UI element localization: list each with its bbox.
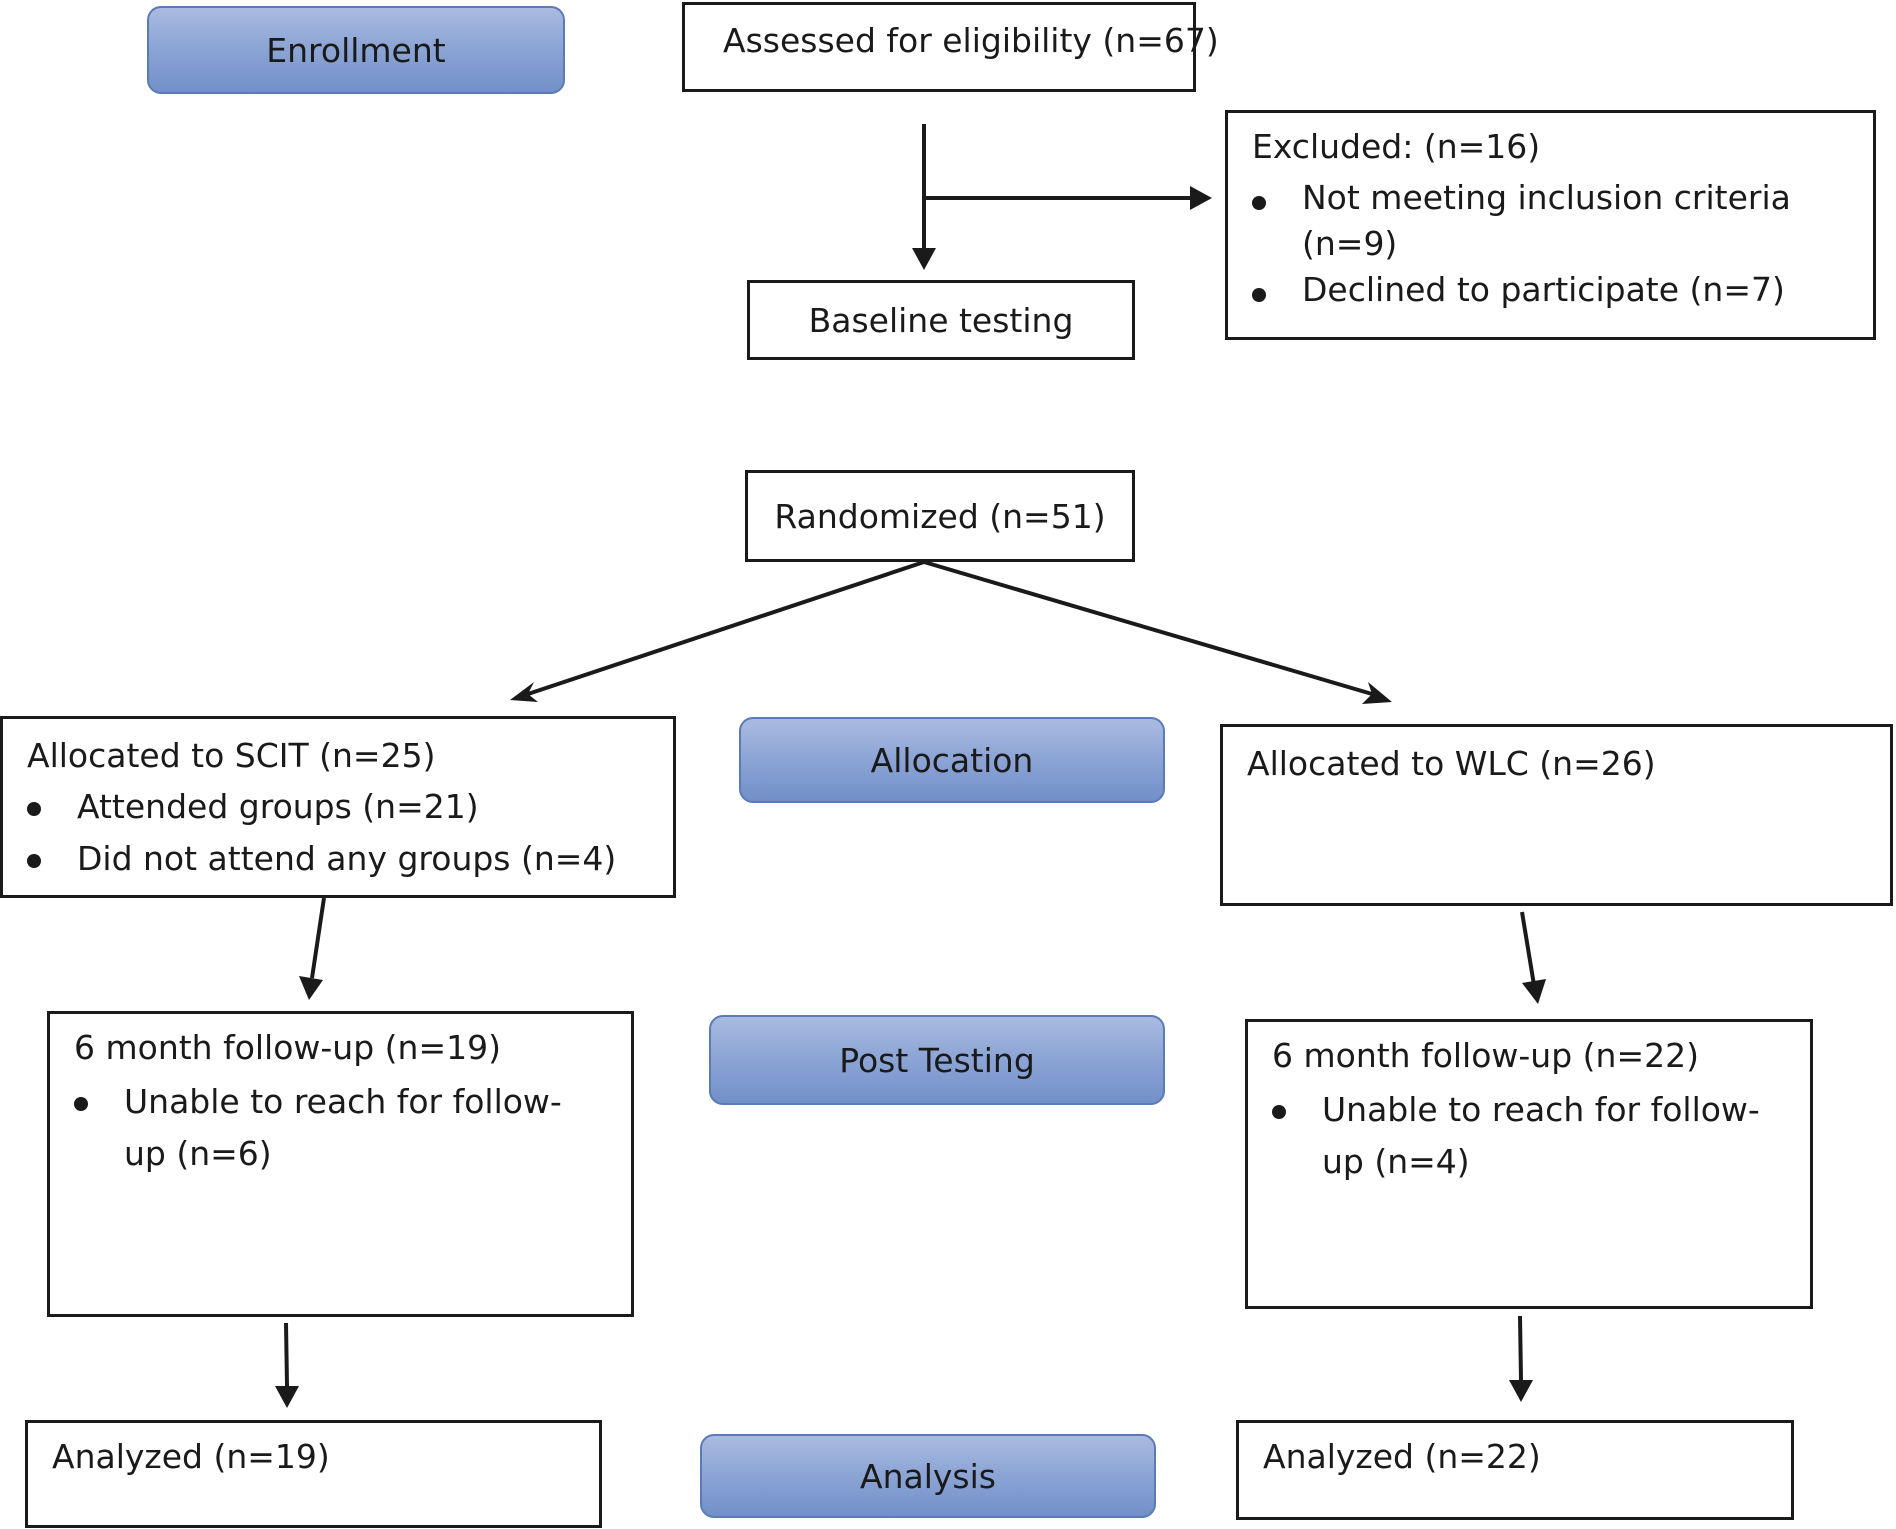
baseline-label: Baseline testing (808, 300, 1074, 340)
randomized-box: Randomized (n=51) (745, 470, 1135, 562)
wlc-followup-title: 6 month follow-up (n=22) (1272, 1036, 1699, 1075)
scit-list: Attended groups (n=21) Did not attend an… (15, 781, 616, 885)
arrowhead (299, 976, 323, 1000)
baseline-box: Baseline testing (747, 280, 1135, 360)
scit-title: Allocated to SCIT (n=25) (27, 736, 436, 775)
assessed-box: Assessed for eligibility (n=67) (682, 2, 1219, 92)
arrow-scit-followup-to-analyzed (284, 1322, 289, 1387)
list-item: Unable to reach for follow-up (n=4) (1260, 1084, 1770, 1188)
assessed-label: Assessed for eligibility (n=67) (723, 21, 1219, 60)
scit-allocation-box: Allocated to SCIT (n=25) Attended groups… (0, 716, 676, 898)
stage-allocation: Allocation (739, 717, 1165, 803)
excluded-title: Excluded: (n=16) (1252, 127, 1541, 166)
list-item: Not meeting inclusion criteria (n=9) (1240, 175, 1873, 267)
wlc-followup-box: 6 month follow-up (n=22) Unable to reach… (1245, 1019, 1813, 1309)
arrowhead (1509, 1380, 1533, 1402)
arrowhead (1362, 682, 1392, 704)
list-item: Unable to reach for follow-up (n=6) (62, 1076, 592, 1180)
scit-followup-title: 6 month follow-up (n=19) (74, 1028, 501, 1067)
randomized-label: Randomized (n=51) (774, 496, 1106, 536)
list-item: Attended groups (n=21) (15, 781, 616, 833)
list-item: Declined to participate (n=7) (1240, 267, 1873, 313)
wlc-analyzed-label: Analyzed (n=22) (1263, 1437, 1541, 1476)
arrowhead (275, 1386, 299, 1408)
scit-followup-list: Unable to reach for follow-up (n=6) (62, 1076, 592, 1180)
scit-followup-box: 6 month follow-up (n=19) Unable to reach… (47, 1011, 634, 1317)
arrow-scit-to-followup (310, 897, 326, 979)
arrowhead (912, 248, 936, 270)
stage-analysis: Analysis (700, 1434, 1156, 1518)
arrowhead (510, 682, 538, 702)
scit-analyzed-label: Analyzed (n=19) (52, 1437, 330, 1476)
stage-post-testing: Post Testing (709, 1015, 1165, 1105)
wlc-allocation-box: Allocated to WLC (n=26) (1220, 724, 1893, 906)
arrow-wlc-followup-to-analyzed (1518, 1315, 1523, 1381)
excluded-list: Not meeting inclusion criteria (n=9) Dec… (1240, 175, 1873, 313)
arrow-randomized-to-scit (527, 560, 925, 696)
arrowhead (1522, 979, 1546, 1004)
list-item: Did not attend any groups (n=4) (15, 833, 616, 885)
wlc-followup-list: Unable to reach for follow-up (n=4) (1260, 1084, 1770, 1188)
scit-analyzed-box: Analyzed (n=19) (25, 1420, 602, 1528)
stage-enrollment: Enrollment (147, 6, 565, 94)
arrowhead (1190, 186, 1212, 210)
wlc-title: Allocated to WLC (n=26) (1247, 744, 1656, 783)
arrow-randomized-to-wlc (923, 560, 1373, 696)
arrow-wlc-to-followup (1520, 911, 1536, 986)
excluded-box: Excluded: (n=16) Not meeting inclusion c… (1225, 110, 1876, 340)
wlc-analyzed-box: Analyzed (n=22) (1236, 1420, 1794, 1520)
